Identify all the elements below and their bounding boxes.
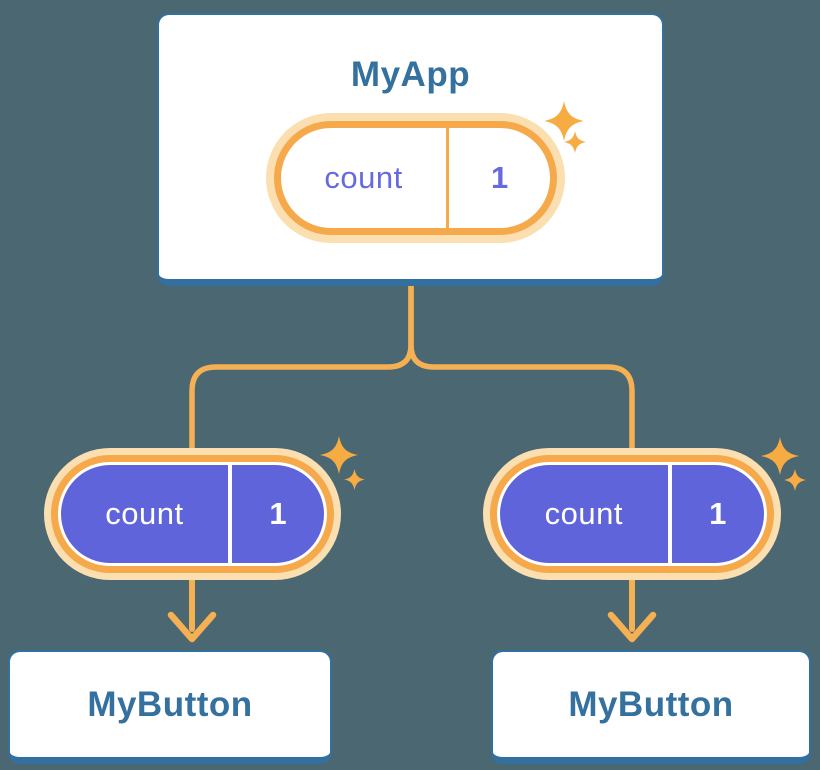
child-right-state-value: 1 [709,496,727,531]
root-state-name: count [281,128,450,228]
root-state-pill-ring: count 1 [274,121,557,235]
child-left-component-card: MyButton [8,650,332,764]
root-state-pill: count 1 [266,113,565,243]
child-right-state-pill-ring: count 1 [490,455,774,573]
connector-branch-left [189,285,414,460]
child-left-state-pill: count 1 [44,448,341,580]
child-right-state-pill-fill: count 1 [500,465,764,563]
connector-branch-right [408,285,635,460]
child-right-state-pill: count 1 [483,448,781,580]
child-left-state-pill-fill: count 1 [61,465,324,563]
arrow-down-right-icon [607,611,657,643]
sparkle-icon [564,131,586,153]
sparkle-icon [344,469,365,490]
child-right-component-title: MyButton [568,684,734,724]
root-state-value: 1 [490,160,509,195]
root-component-title: MyApp [350,55,471,94]
child-left-component-title: MyButton [87,684,253,724]
sparkle-icon [784,469,806,491]
sparkle-icon [320,436,358,474]
sparkle-icon [761,437,799,475]
child-right-state-name: count [500,465,672,563]
child-left-state-name: count [61,465,232,563]
arrow-down-left-icon [167,611,217,643]
sparkle-icon [544,101,584,141]
child-left-state-value: 1 [269,496,287,531]
child-right-component-card: MyButton [491,650,811,764]
child-left-state-pill-ring: count 1 [51,455,334,573]
